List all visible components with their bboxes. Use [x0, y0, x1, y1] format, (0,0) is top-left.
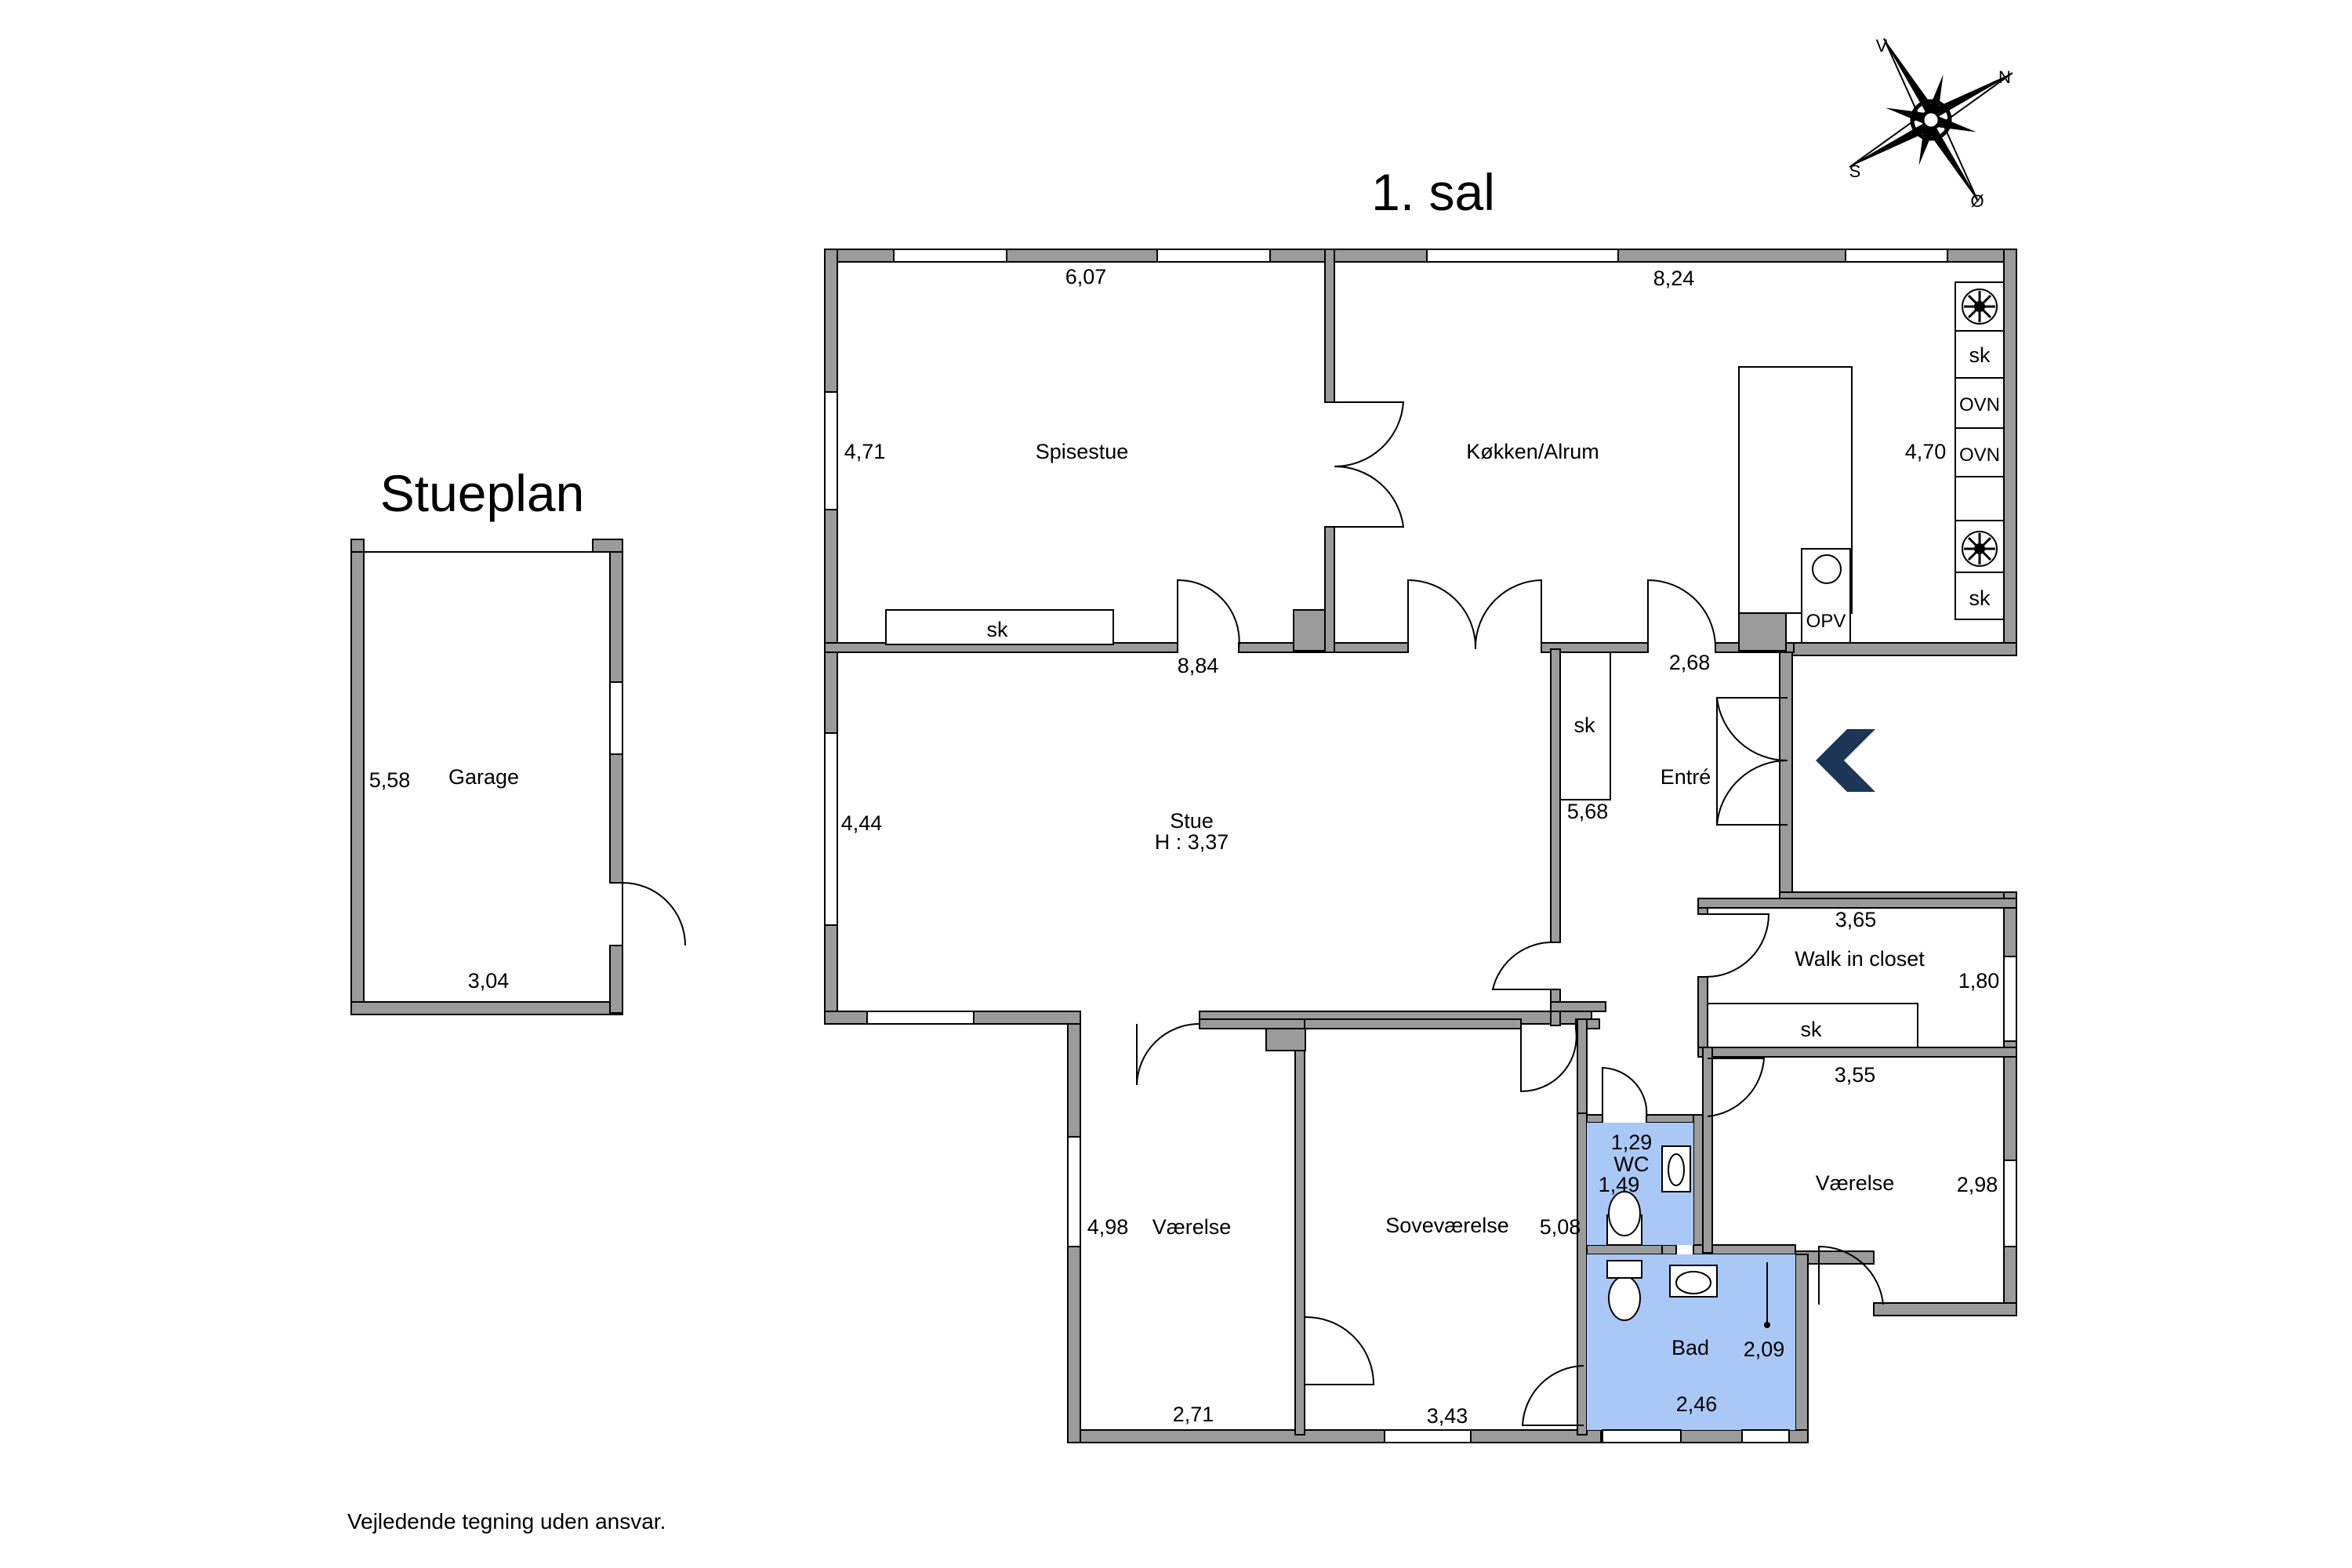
- room-label-bad: Bad: [1671, 1336, 1709, 1359]
- fixture-label-sk-spisestue: sk: [987, 618, 1009, 641]
- dim-garage-w: 3,04: [468, 969, 510, 993]
- garage-walls: [350, 539, 623, 1015]
- fixture-label-sk-walkin: sk: [1801, 1018, 1823, 1041]
- fixture-label-sk-kitchen-top: sk: [1969, 343, 1991, 367]
- dim-sove-w: 3,43: [1427, 1404, 1468, 1428]
- room-label-vaerelse-2: Værelse: [1816, 1171, 1895, 1195]
- dim-walkin-h: 1,80: [1958, 969, 2000, 993]
- compass-rose-icon: [1849, 38, 2013, 202]
- room-label-vaerelse-1: Værelse: [1152, 1215, 1232, 1239]
- compass-label-n: N: [1998, 67, 2011, 87]
- dim-entre-h: 5,68: [1567, 800, 1609, 823]
- compass-label-s: S: [1849, 162, 1861, 181]
- compass-label-o: Ø: [1970, 191, 1984, 211]
- fixture-label-opv: OPV: [1806, 611, 1846, 632]
- disclaimer: Vejledende tegning uden ansvar.: [347, 1509, 666, 1534]
- room-label-walkin: Walk in closet: [1795, 947, 1925, 971]
- fixture-label-ovn-1: OVN: [1959, 394, 2000, 416]
- doors: [622, 401, 1884, 1426]
- dim-vaerelse1-h: 4,98: [1087, 1215, 1129, 1239]
- dim-bad-w: 2,46: [1676, 1392, 1718, 1416]
- room-label-entre: Entré: [1661, 765, 1711, 789]
- entry-arrow-icon: [1816, 729, 1875, 792]
- dim-vaerelse2-h: 2,98: [1957, 1173, 1998, 1196]
- dim-wc-w: 1,29: [1611, 1131, 1653, 1154]
- dim-kokken-h: 4,70: [1905, 440, 1947, 463]
- dim-stue-h: 4,44: [841, 811, 883, 835]
- dim-wc-h: 1,49: [1599, 1173, 1640, 1196]
- dim-walkin-w: 3,65: [1835, 908, 1877, 931]
- room-label-sovevaerelse: Soveværelse: [1385, 1214, 1509, 1237]
- dim-spisestue-h: 4,71: [844, 440, 886, 463]
- dim-vaerelse1-w: 2,71: [1173, 1403, 1214, 1426]
- windows: [824, 249, 2017, 1443]
- fixtures: [885, 281, 2005, 1328]
- stove-burner-icon: [1962, 531, 1998, 567]
- room-label-wc: WC: [1614, 1152, 1650, 1176]
- dim-entre-w: 2,68: [1669, 651, 1711, 674]
- dim-vaerelse2-w: 3,55: [1835, 1063, 1876, 1087]
- room-label-stue-height: H : 3,37: [1155, 830, 1229, 854]
- dim-garage-h: 5,58: [369, 768, 411, 792]
- compass-label-v: V: [1876, 36, 1888, 56]
- first-floor-title: 1. sal: [1371, 163, 1495, 221]
- dim-bad-h: 2,09: [1744, 1338, 1785, 1361]
- room-label-spisestue: Spisestue: [1036, 440, 1129, 463]
- fixture-label-ovn-2: OVN: [1959, 445, 2000, 466]
- room-label-garage: Garage: [448, 765, 519, 789]
- dim-sove-h: 5,08: [1540, 1215, 1581, 1239]
- stove-burner-icon: [1962, 289, 1998, 325]
- fixture-label-sk-kitchen-bottom: sk: [1969, 586, 1991, 610]
- dim-kokken-w: 8,24: [1653, 267, 1695, 290]
- fixture-label-sk-stue: sk: [1574, 713, 1596, 737]
- ground-floor-title: Stueplan: [380, 464, 585, 522]
- room-label-stue: Stue: [1170, 809, 1214, 833]
- dim-stue-w: 8,84: [1178, 654, 1219, 677]
- room-label-kokken: Køkken/Alrum: [1466, 440, 1599, 463]
- dim-spisestue-w: 6,07: [1065, 265, 1107, 289]
